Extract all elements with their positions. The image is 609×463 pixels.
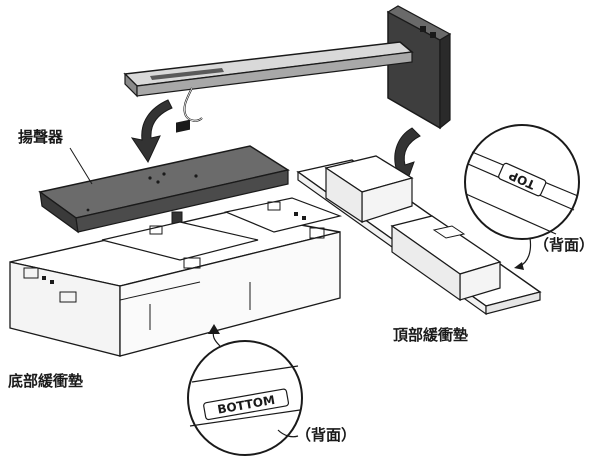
speaker-leader-line	[69, 147, 93, 185]
top-cushion	[296, 155, 542, 316]
back-side-label-top: （背面）	[534, 236, 595, 254]
slot	[23, 267, 39, 279]
bottom-cushion	[9, 197, 343, 357]
top-marking-detail: TOP	[464, 124, 580, 270]
back-side-label-bottom: （背面）	[296, 426, 357, 444]
wall-bracket	[123, 5, 452, 130]
bottom-cushion-label: 底部緩衝墊	[8, 372, 84, 390]
bottom-marking-detail: BOTTOM	[187, 324, 303, 456]
slot	[267, 201, 281, 211]
speaker-unit	[38, 119, 290, 234]
slot	[149, 225, 163, 235]
slot	[59, 291, 77, 303]
top-cushion-label: 頂部緩衝墊	[393, 326, 469, 344]
slot	[309, 227, 325, 239]
speaker-label: 揚聲器	[18, 128, 64, 146]
slot	[183, 257, 201, 269]
arrow-bracket-to-speaker	[130, 99, 173, 164]
